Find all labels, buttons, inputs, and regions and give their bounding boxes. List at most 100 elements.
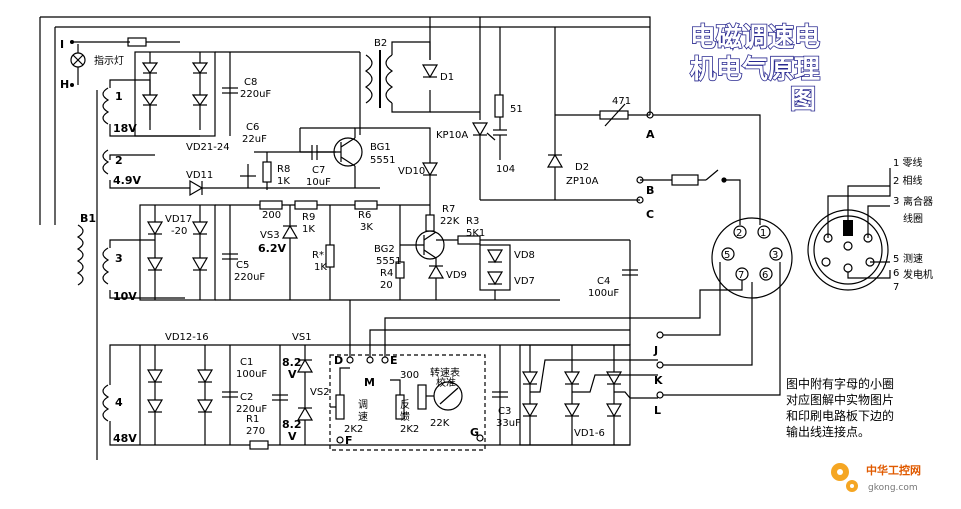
fuse-switch [640,169,741,225]
node-m[interactable]: M [364,356,375,389]
c1-value: 100uF [236,369,267,380]
diode-d2 [546,153,564,200]
bg1-value: 5551 [370,155,395,166]
vd9-label: VD9 [446,270,467,281]
node-l[interactable]: L [654,391,664,417]
c8-value: 220uF [240,89,271,100]
diode-vd11 [109,154,380,197]
node-b[interactable]: B [636,176,654,197]
vd21-label: VD21-24 [186,142,230,153]
winding-1-num: 1 [115,90,123,103]
pot-fb-label-1: 反 [400,399,410,411]
vd17-value: -20 [171,226,187,237]
watermark: 中华工控网 gkong.com [831,463,921,493]
note-line-2: 对应图解中实物图片 [786,392,894,407]
pin-3: 3 [772,250,778,261]
bridge-vd1-6 [492,344,658,446]
vs3-label: VS3 [260,230,280,241]
node-a[interactable]: A [646,111,655,141]
c7-label: C7 [312,165,325,176]
d1-label: D1 [440,72,454,83]
vd8-label: VD8 [514,250,535,261]
legend-1: 1 零线 [893,156,923,169]
title: 电磁调速电 机电气原理 图 [689,21,821,116]
pot-fb-label-2: 馈 [400,410,410,423]
rstar-value: 1K [314,262,327,273]
svg-text:A: A [646,128,655,141]
c2-label: C2 [240,392,253,403]
node-c[interactable]: C [636,196,654,221]
note-line-1: 图中附有字母的小圈 [786,376,894,391]
node-f[interactable]: F [336,434,353,447]
vs2-voltage: 8.2 [282,418,302,431]
legend-5: 5 [893,254,899,265]
bg2-label: BG2 [374,244,395,255]
c6-value: 22uF [242,134,267,145]
node-e[interactable]: E [381,354,398,367]
winding-3-num: 3 [115,252,123,265]
svg-text:B: B [646,184,654,197]
svg-text:M: M [364,376,375,389]
r22k-label: 22K [430,418,450,429]
legend-3a: 离合器 [903,195,933,208]
vs1-unit: V [288,368,297,381]
indicator-lamp: 指示灯 I H [60,37,180,91]
d2-label: D2 [575,162,589,173]
r6-value: 3K [360,222,373,233]
resistor-471 [555,103,650,127]
c7-value: 10uF [306,177,331,188]
r300-label: 300 [400,370,419,381]
winding-2-volt: 4.9V [113,174,141,187]
winding-4-num: 4 [115,396,123,409]
vs3-value: 6.2V [258,242,286,255]
vs1-voltage: 8.2 [282,356,302,369]
b1-label: B1 [80,212,96,225]
c104-label: 104 [496,164,515,175]
vs2-unit: V [288,430,297,443]
svg-text:G: G [470,426,479,439]
svg-text:D: D [334,354,343,367]
node-k[interactable]: K [654,361,664,387]
pin-5: 5 [724,250,730,261]
vd11-label: VD11 [186,170,213,181]
r9-label: R9 [302,212,315,223]
watermark-url: gkong.com [868,483,918,493]
legend-3: 3 [893,196,899,207]
r3-label: R3 [466,216,479,227]
socket-pinout [807,168,891,291]
middle-network [109,200,560,301]
node-g[interactable]: G [470,426,484,442]
vd10-label: VD10 [398,166,425,177]
legend-6a: 发电机 [903,268,933,281]
r200-label: 200 [262,210,281,221]
watermark-brand: 中华工控网 [866,463,921,477]
bridge-vd21 [109,51,361,137]
vs2-label: VS2 [310,387,330,398]
c8-label: C8 [244,77,257,88]
c4-value: 100uF [588,288,619,299]
c4-label: C4 [597,276,610,287]
c5-label: C5 [236,260,249,271]
svg-text:J: J [653,344,658,357]
legend-6: 6 [893,268,899,279]
transformer-b2 [364,41,480,113]
title-line-1: 电磁调速电 [690,22,820,53]
pot-speed-label-2: 速 [358,411,368,423]
vd17-label: VD17 [165,214,192,225]
winding-1-volt: 18V [113,122,137,135]
node-j[interactable]: J [653,331,664,357]
title-line-2: 机电气原理 [690,54,820,85]
b2-label: B2 [374,38,387,49]
r9-value: 1K [302,224,315,235]
vd12-label: VD12-16 [165,332,209,343]
r1-label: R1 [246,414,259,425]
svg-text:C: C [646,208,654,221]
r6-label: R6 [358,210,371,221]
pin-6: 6 [762,270,768,281]
bg2-value: 5551 [376,256,401,267]
r471-label: 471 [612,96,631,107]
r4-label: R4 [380,268,393,279]
r7-label: R7 [442,204,455,215]
socket-main: 2 1 3 5 7 6 [711,217,793,299]
